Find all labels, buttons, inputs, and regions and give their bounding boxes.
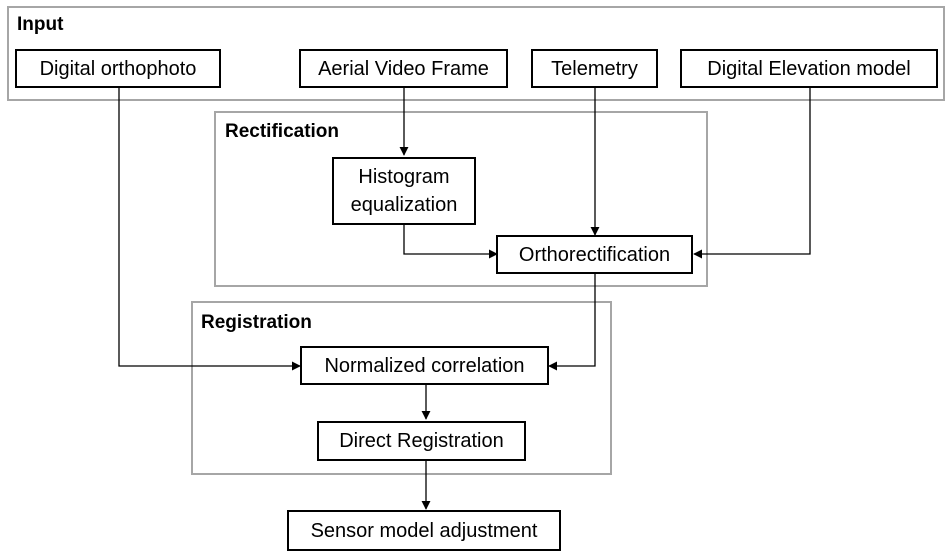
edge-orthorectification-to-correlation bbox=[548, 273, 596, 371]
edge-dem-to-orthorectification bbox=[693, 87, 811, 259]
registration-group-title: Registration bbox=[201, 312, 312, 333]
telemetry-node: Telemetry bbox=[531, 49, 658, 88]
edge-histogram-to-orthorectification bbox=[403, 224, 498, 259]
rectification-group-title: Rectification bbox=[225, 121, 340, 142]
digital-orthophoto-node: Digital orthophoto bbox=[15, 49, 221, 88]
registration-group bbox=[191, 301, 612, 475]
histogram-equalization-line2: equalization bbox=[350, 194, 458, 216]
rectification-group bbox=[214, 111, 708, 287]
digital-elevation-model-node: Digital Elevation model bbox=[680, 49, 938, 88]
normalized-correlation-node: Normalized correlation bbox=[300, 346, 549, 385]
aerial-video-frame-node: Aerial Video Frame bbox=[299, 49, 508, 88]
input-group bbox=[7, 6, 945, 101]
sensor-model-adjustment-node: Sensor model adjustment bbox=[287, 510, 561, 551]
edge-orthophoto-to-correlation bbox=[118, 87, 301, 371]
input-group-title: Input bbox=[17, 14, 64, 35]
direct-registration-node: Direct Registration bbox=[317, 421, 526, 461]
histogram-equalization-node: Histogram equalization bbox=[332, 157, 476, 225]
histogram-equalization-line1: Histogram bbox=[358, 166, 450, 188]
orthorectification-node: Orthorectification bbox=[496, 235, 693, 274]
